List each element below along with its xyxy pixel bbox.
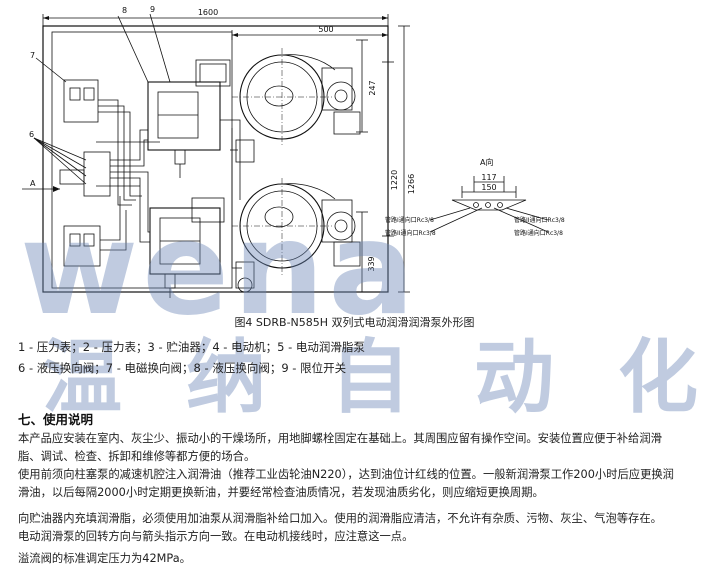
detail-dim-150: 150 (481, 183, 496, 192)
paragraph-line: 脂、调试、检查、拆卸和维修等都方便的场合。 (18, 450, 256, 463)
pump-outline-drawing: 1600 500 247 1220 1266 339 8 9 7 6 A A向 … (22, 5, 565, 298)
port-label-right-1: 管路II通向口Rc3/8 (514, 216, 565, 224)
paragraph-line: 向贮油器内充填润滑脂，必须使用加油泵从润滑脂补给口加入。使用的润滑脂应清洁，不允… (18, 512, 662, 525)
part-8: 8 (122, 6, 127, 15)
legend-line-2: 6 - 液压换向阀；7 - 电磁换向阀；8 - 液压换向阀；9 - 限位开关 (18, 361, 347, 375)
port-label-left-2: 管路II通向口Rc3/8 (385, 229, 436, 237)
detail-title: A向 (480, 157, 493, 167)
part-9: 9 (150, 5, 155, 14)
legend-line-1: 1 - 压力表；2 - 压力表；3 - 贮油器；4 - 电动机；5 - 电动润滑… (18, 340, 365, 354)
view-marker-a: A (30, 179, 36, 188)
dim-247: 247 (368, 80, 377, 95)
port-label-right-2: 管路I通向口Rc3/8 (514, 229, 563, 237)
paragraph-line: 本产品应安装在室内、灰尘少、振动小的干燥场所，用地脚螺栓固定在基础上。其周围应留… (18, 432, 662, 445)
paragraph-line: 电动润滑泵的回转方向与箭头指示方向一致。在电动机接线时，应注意这一点。 (18, 530, 414, 543)
part-7: 7 (30, 51, 35, 60)
paragraph-line: 使用前须向柱塞泵的减速机腔注入润滑油（推荐工业齿轮油N220），达到油位计红线的… (18, 468, 674, 481)
paragraph-line: 滑油，以后每隔2000小时定期更换新油，并要经常检查油质情况，若发现油质劣化，则… (18, 486, 544, 499)
dim-1220: 1220 (390, 170, 399, 190)
section-title: 七、使用说明 (18, 412, 94, 427)
dim-339: 339 (367, 256, 376, 271)
dim-1266: 1266 (407, 174, 416, 194)
figure-caption: 图4 SDRB-N585H 双列式电动润滑润滑泵外形图 (234, 316, 475, 329)
detail-dim-117: 117 (481, 173, 496, 182)
port-label-left-1: 管路I通向口Rc3/8 (385, 216, 434, 224)
dim-500: 500 (318, 25, 333, 34)
paragraph-line: 溢流阀的标准调定压力为42MPa。 (18, 552, 191, 565)
dim-1600: 1600 (198, 8, 218, 17)
part-6: 6 (29, 130, 34, 139)
